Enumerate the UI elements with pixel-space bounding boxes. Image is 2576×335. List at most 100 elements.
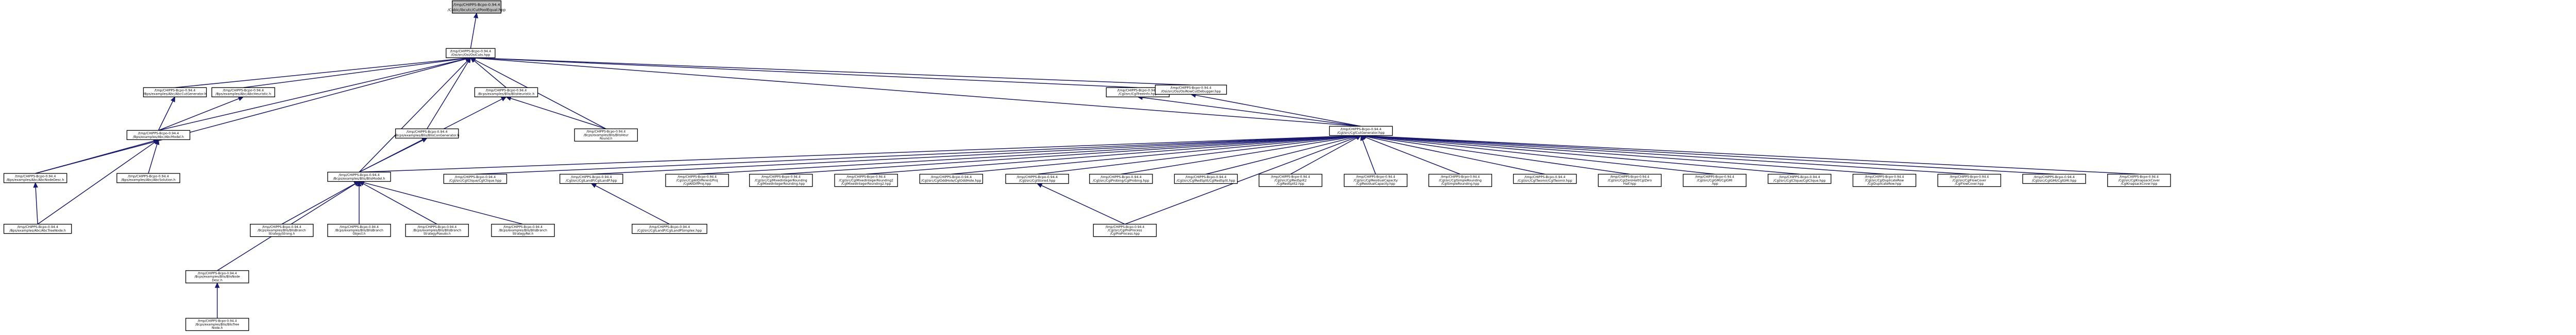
file-node-cgl-stored[interactable]: /tmp/CHIPPS-Bcpo-0.94.4/Cgl/src/CglStore… (1005, 173, 1069, 184)
node-box (452, 0, 502, 14)
file-node-cgl-mixed-int-round2[interactable]: /tmp/CHIPPS-Bcpo-0.94.4/Cgl/src/CglMixed… (834, 173, 898, 187)
node-label-line: /tmp/CHIPPS-Bcpo-0.94.4 (1440, 175, 1480, 179)
file-node-osi-cut-debugger[interactable]: /tmp/CHIPPS-Bcpo-0.94.4/Osi/src/Osi/OsiR… (1155, 84, 1227, 95)
file-node-cgl-duplicate-row[interactable]: /tmp/CHIPPS-Bcpo-0.94.4/Cgl/src/CglDupli… (1852, 173, 1917, 187)
file-node-alpc-cut-generator[interactable]: /tmp/CHIPPS-Bcpo-0.94.4/Bps/examples/Abc… (143, 87, 207, 97)
node-label-line: /Cgl/src/CglResidualCapacity (1353, 179, 1398, 182)
node-box (1937, 173, 2002, 187)
node-label-line: /CglRedSplit2.hpp (1277, 182, 1304, 186)
node-label-line: /Cgl/src/CglProbing/CglProbing.hpp (1093, 179, 1149, 183)
node-label-line: /tmp/CHIPPS-Bcpo-0.94.4 (677, 175, 717, 179)
node-label-line: /Bcps/examples/Blis/BlisConGenerator.h (395, 134, 460, 137)
node-box (574, 128, 638, 142)
node-box (491, 224, 555, 237)
file-node-cgl-red-split[interactable]: /tmp/CHIPPS-Bcpo-0.94.4/Cgl/src/CglRedSp… (1174, 173, 1238, 184)
file-node-cgl-cut-generator[interactable]: /tmp/CHIPPS-Bcpo-0.94.4/Cgl/src/CglCutGe… (1329, 126, 1393, 136)
file-node-abc-node-desc[interactable]: /tmp/CHIPPS-Bcpo-0.94.4/Bps/examples/Abc… (3, 173, 67, 183)
node-box (1093, 224, 1157, 237)
node-label-line: /Bps/examples/Abc/AbcHeuristic.h (215, 93, 271, 96)
edge-abc_tree_node-to-abc_node_desc (33, 182, 38, 224)
node-box (327, 224, 391, 237)
file-node-cgl-knapsack-cover[interactable]: /tmp/CHIPPS-Bcpo-0.94.4/Cgl/src/CglKnaps… (2107, 173, 2171, 187)
edge-cgl_cut_generator-to-osi_cut_debugger (1190, 93, 1361, 127)
node-label-line: /Cgl/src/CglLandP/CglLandP.hpp (566, 179, 617, 183)
file-node-cgl-clique-chase[interactable]: /tmp/CHIPPS-Bcpo-0.94.4/Cgl/src/CglCliqu… (1768, 173, 1832, 184)
file-node-blis-model[interactable]: /tmp/CHIPPS-Bcpo-0.94.4/Bcps/examples/Bl… (327, 171, 391, 182)
file-node-cgl-all-diff-proj[interactable]: /tmp/CHIPPS-Bcpo-0.94.4/Cgl/src/CglAllDi… (665, 173, 729, 187)
node-label-line: /CglPreProcess.hpp (1110, 232, 1140, 236)
node-label-line: /CglSimpleRounding.hpp (1441, 182, 1479, 186)
node-label-line: Node.h (212, 326, 223, 330)
node-label-line: /tmp/CHIPPS-Bcpo-0.94.4 (1610, 175, 1649, 179)
file-node-cgl-zero-half[interactable]: /tmp/CHIPPS-Bcpo-0.94.4/Cgl/src/CglZeroH… (1598, 173, 1662, 187)
node-label-line: /tmp/CHIPPS-Bcpo-0.94.4 (1271, 175, 1310, 179)
edge-abc_node_desc-to-abc_model (35, 138, 159, 174)
node-box (1155, 84, 1227, 95)
node-label-line: /Bps/examples/Abc/AbcCutGenerator.h (143, 93, 206, 96)
node-label-line: /Cgl/src/CglLandP/CglLandPSimplex.hpp (637, 229, 702, 233)
edge-blis_model-to-blis_con_generator (359, 137, 428, 173)
file-node-alps-heuristic[interactable]: /tmp/CHIPPS-Bcpo-0.94.4/Bps/examples/Abc… (211, 87, 275, 97)
file-node-cgl-gmi[interactable]: /tmp/CHIPPS-Bcpo-0.94.4/Cgl/src/CglGMI/C… (1683, 173, 1747, 187)
file-node-blis-heur-round[interactable]: /tmp/CHIPPS-Bcpo-0.94.4/Bcps/examples/Bl… (574, 128, 638, 142)
node-label-line: /Cgl/src/CglClique/CglClique.hpp (449, 179, 502, 183)
file-node-blis-branch-strategy-strong[interactable]: /tmp/CHIPPS-Bcpo-0.94.4/Bcps/examples/Bl… (250, 224, 314, 237)
node-box (632, 224, 707, 234)
file-node-cgl-clique[interactable]: /tmp/CHIPPS-Bcpo-0.94.4/Cgl/src/CglCliqu… (443, 173, 507, 184)
node-box (211, 87, 275, 97)
edge-cgl_cut_generator-to-cgl_tree_info (1137, 95, 1361, 127)
node-label-line: /Bcps/examples/Blis/BlisNode (195, 275, 241, 279)
file-node-blis-branch-strategy-rel[interactable]: /tmp/CHIPPS-Bcpo-0.94.4/Bcps/examples/Bl… (491, 224, 555, 237)
file-node-blis-tree-node[interactable]: /tmp/CHIPPS-Bcpo-0.94.4/Bcps/examples/Bl… (185, 318, 249, 331)
edge-blis_branch_strategy_pseudo-to-blis_model (358, 181, 437, 225)
file-node-cgl-odd-hole[interactable]: /tmp/CHIPPS-Bcpo-0.94.4/Cgl/src/CglOddHo… (919, 173, 984, 184)
dependency-edges (33, 12, 2139, 319)
node-box (1683, 173, 1747, 187)
file-node-abc-tree-node[interactable]: /tmp/CHIPPS-Bcpo-0.94.4/Bps/examples/Abc… (3, 224, 72, 234)
file-node-cgl-pre-process[interactable]: /tmp/CHIPPS-Bcpo-0.94.4/Cgl/src/CglPrePr… (1093, 224, 1157, 237)
node-label-line: /tmp/CHIPPS-Bcpo-0.94.4 (455, 175, 496, 179)
node-label-line: Desc.h (212, 278, 223, 282)
file-node-blis-node-desc[interactable]: /tmp/CHIPPS-Bcpo-0.94.4/Bcps/examples/Bl… (185, 270, 249, 284)
node-label-line: /Bcps/examples/Blis/BlisBranch (335, 229, 383, 233)
node-label-line: /tmp/CHIPPS-Bcpo-0.94.4 (1779, 175, 1820, 179)
file-node-cgl-landp-simplex[interactable]: /tmp/CHIPPS-Bcpo-0.94.4/Cgl/src/CglLandP… (632, 224, 707, 234)
edge-abc_solution-to-abc_model (148, 139, 160, 174)
file-node-cgl-mixed-int-round[interactable]: /tmp/CHIPPS-Bcpo-0.94.4/Cgl/src/CglMixed… (749, 173, 813, 187)
edge-occ_cuts-to-cutpool_equal (470, 12, 479, 49)
node-label-line: /Bps/examples/Abc/AbcTreeNode.h (9, 229, 66, 233)
file-node-cgl-red-split2[interactable]: /tmp/CHIPPS-Bcpo-0.94.4/Cgl/src/CglRedSp… (1259, 173, 1323, 187)
node-label-line: /tmp/CHIPPS-Bcpo-0.94.4 (138, 132, 179, 135)
node-label-line: /Cgl/src/CglTreeInfo.hpp (1118, 93, 1157, 96)
file-node-cgl-simple-rounding[interactable]: /tmp/CHIPPS-Bcpo-0.94.4/Cgl/src/CglSimpl… (1428, 173, 1493, 187)
node-label-line: /tmp/CHIPPS-Bcpo-0.94.4 (1524, 175, 1566, 179)
edge-blis_branch_strategy_strong-to-blis_model (281, 181, 360, 225)
node-box (2022, 173, 2086, 184)
file-node-cgl-gomory-extra[interactable]: /tmp/CHIPPS-Bcpo-0.94.4/Cgl/src/CglGMI/C… (2022, 173, 2086, 184)
node-box (395, 128, 459, 139)
file-node-occ-cuts[interactable]: /tmp/CHIPPS-Bcpo-0.94.4/Osi/src/Osi/OsiC… (446, 48, 496, 58)
file-node-cgl-probing[interactable]: /tmp/CHIPPS-Bcpo-0.94.4/Cgl/src/CglProbi… (1089, 173, 1153, 184)
edge-cgl_residual_capacity-to-cgl_cut_generator (1360, 135, 1376, 174)
file-node-cgl-residual-capacity[interactable]: /tmp/CHIPPS-Bcpo-0.94.4/Cgl/src/CglResid… (1344, 173, 1408, 187)
file-node-blis-branch-strategy-pseudo[interactable]: /tmp/CHIPPS-Bcpo-0.94.4/Bcps/examples/Bl… (405, 224, 469, 237)
edge-blis_branch_object-to-blis_model (357, 181, 362, 224)
node-label-line: /Cgl/src/CglOddHole/CglOddHole.hpp (921, 179, 981, 183)
node-label-line: /Bcps/examples/Blis/BlisModel.h (333, 177, 385, 181)
file-node-blis-branch-object[interactable]: /tmp/CHIPPS-Bcpo-0.94.4/Bcps/examples/Bl… (327, 224, 391, 237)
node-label-line: /Cubic/ibcutc/CutPoolEqual.hpp (448, 7, 506, 12)
node-label-line: /Cgl/src/CglSimpleRounding (1439, 179, 1482, 182)
file-node-abc-model[interactable]: /tmp/CHIPPS-Bcpo-0.94.4/Bps/examples/Abc… (126, 130, 191, 140)
file-node-blis-heuristic[interactable]: /tmp/CHIPPS-Bcpo-0.94.4/Bcps/examples/Bl… (474, 87, 538, 97)
node-label-line: /tmp/CHIPPS-Bcpo-0.94.4 (1105, 225, 1144, 229)
file-node-cgl-flow-cover[interactable]: /tmp/CHIPPS-Bcpo-0.94.4/Cgl/src/CglFlowC… (1937, 173, 2002, 187)
file-node-cgl-twomir[interactable]: /tmp/CHIPPS-Bcpo-0.94.4/Cgl/src/CglTwomi… (1513, 173, 1577, 184)
edge-cgl_cut_generator-to-occ_cuts (470, 56, 1361, 127)
file-node-blis-con-generator[interactable]: /tmp/CHIPPS-Bcpo-0.94.4/Bcps/examples/Bl… (395, 128, 460, 139)
file-node-cgl-landp[interactable]: /tmp/CHIPPS-Bcpo-0.94.4/Cgl/src/CglLandP… (560, 173, 623, 184)
node-label-line: /tmp/CHIPPS-Bcpo-0.94.4 (15, 174, 56, 178)
node-label-line: /tmp/CHIPPS-Bcpo-0.94.4 (1100, 175, 1142, 179)
node-label-line: /Bps/examples/Abc/AbcSolution.h (121, 179, 176, 182)
file-node-abc-solution[interactable]: /tmp/CHIPPS-Bcpo-0.94.4/Bps/examples/Abc… (116, 173, 180, 183)
node-label-line: /tmp/CHIPPS-Bcpo-0.94.4 (2033, 175, 2075, 179)
